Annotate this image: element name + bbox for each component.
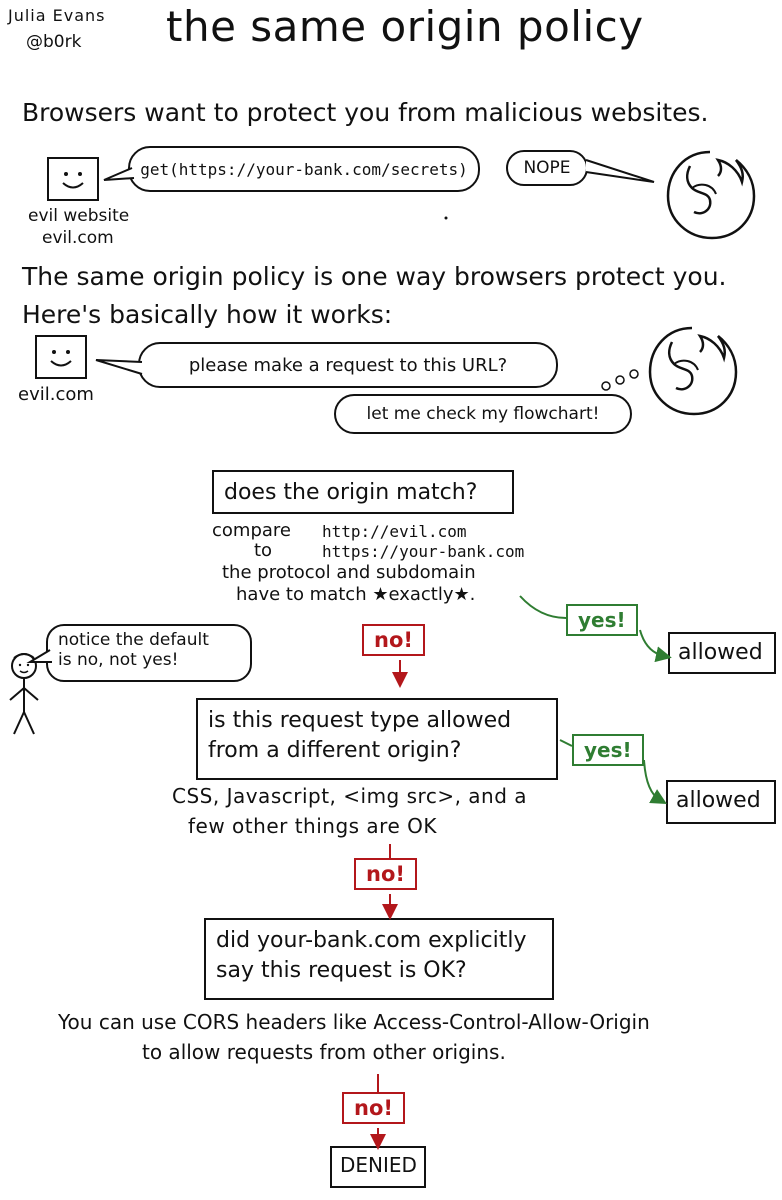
question-explicit-ok-line-2: say this request is OK? bbox=[216, 957, 467, 983]
allowed-text-1: allowed bbox=[678, 640, 763, 665]
thought-dot bbox=[615, 375, 625, 385]
thought-dot bbox=[629, 369, 639, 379]
thought-dot bbox=[601, 381, 611, 391]
firefox-icon bbox=[642, 320, 742, 420]
nope-bubble-tail bbox=[585, 159, 655, 183]
match-note-line-1: the protocol and subdomain bbox=[222, 562, 476, 583]
stray-dot bbox=[444, 216, 448, 220]
question-explicit-ok: did your-bank.com explicitly say this re… bbox=[204, 918, 554, 1000]
request-type-note-line-2: few other things are OK bbox=[188, 814, 437, 838]
request-url-bubble: please make a request to this URL? bbox=[138, 342, 558, 388]
intro-line-2: The same origin policy is one way browse… bbox=[22, 262, 727, 291]
denied-box: DENIED bbox=[330, 1146, 426, 1188]
author-handle: @b0rk bbox=[26, 32, 82, 52]
allowed-text-2: allowed bbox=[676, 788, 761, 813]
author-name: Julia Evans bbox=[8, 6, 106, 25]
allowed-box-1: allowed bbox=[668, 632, 776, 674]
flowchart-thought-text: let me check my flowchart! bbox=[366, 404, 600, 424]
nope-text: NOPE bbox=[523, 158, 571, 178]
cors-note-line-1: You can use CORS headers like Access-Con… bbox=[58, 1010, 650, 1034]
to-word: to bbox=[254, 540, 273, 561]
stick-figure-icon bbox=[2, 650, 50, 740]
stick-note-line-1: notice the default bbox=[58, 630, 209, 650]
stick-figure-speech-bubble: notice the default is no, not yes! bbox=[46, 624, 252, 682]
match-note-line-2: have to match ★exactly★. bbox=[236, 584, 476, 605]
question-origin-match: does the origin match? bbox=[212, 470, 514, 514]
compare-word: compare bbox=[212, 520, 291, 541]
question-origin-text: does the origin match? bbox=[224, 480, 478, 505]
compare-origin-b: https://your-bank.com bbox=[322, 542, 525, 561]
denied-text: DENIED bbox=[340, 1153, 417, 1177]
smiley-square-icon bbox=[34, 334, 88, 380]
stick-note-line-2: is no, not yes! bbox=[58, 650, 179, 670]
no-label-2: no! bbox=[354, 858, 417, 890]
yes-label-2: yes! bbox=[572, 734, 644, 766]
question-request-type-line-1: is this request type allowed bbox=[208, 708, 512, 733]
no-label-1: no! bbox=[362, 624, 425, 656]
request-type-note-line-1: CSS, Javascript, <img src>, and a bbox=[172, 784, 528, 808]
allowed-box-2: allowed bbox=[666, 780, 776, 824]
intro-line-1: Browsers want to protect you from malici… bbox=[22, 98, 709, 127]
request-text: get(https://your-bank.com/secrets) bbox=[140, 159, 468, 179]
evil-domain-label: evil.com bbox=[42, 228, 114, 248]
request-url-bubble-tail bbox=[95, 359, 143, 375]
compare-origin-a: http://evil.com bbox=[322, 522, 467, 541]
yes-label-1: yes! bbox=[566, 604, 638, 636]
cors-note-line-2: to allow requests from other origins. bbox=[142, 1040, 506, 1064]
question-request-type: is this request type allowed from a diff… bbox=[196, 698, 558, 780]
no-label-3: no! bbox=[342, 1092, 405, 1124]
flowchart-thought-bubble: let me check my flowchart! bbox=[334, 394, 632, 434]
yes-connector-2 bbox=[559, 739, 573, 747]
page-title: the same origin policy bbox=[166, 2, 644, 51]
yes-connector-2b bbox=[643, 759, 667, 804]
request-bubble: get(https://your-bank.com/secrets) bbox=[128, 146, 480, 192]
yes-connector-1 bbox=[519, 595, 567, 619]
request-url-text: please make a request to this URL? bbox=[188, 354, 508, 376]
evil-website-label: evil website bbox=[28, 206, 130, 226]
nope-bubble: NOPE bbox=[506, 150, 588, 186]
evil-domain-label-2: evil.com bbox=[18, 384, 94, 405]
smiley-square-icon bbox=[46, 156, 100, 202]
question-request-type-line-2: from a different origin? bbox=[208, 737, 462, 763]
intro-line-3: Here's basically how it works: bbox=[22, 300, 393, 329]
question-explicit-ok-line-1: did your-bank.com explicitly bbox=[216, 928, 527, 953]
yes-connector-1b bbox=[639, 629, 672, 663]
firefox-icon bbox=[660, 144, 760, 244]
